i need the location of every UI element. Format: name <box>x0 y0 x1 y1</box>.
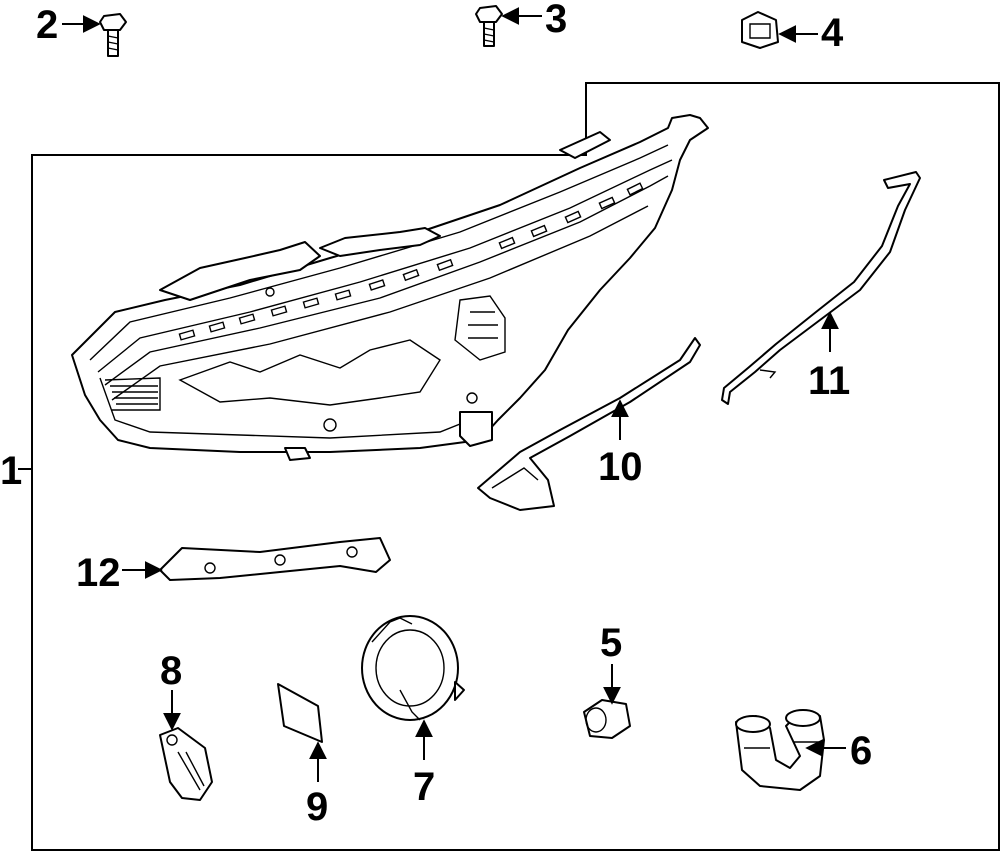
clip-nut <box>741 11 779 49</box>
bulb-socket <box>583 699 631 739</box>
callout-6: 6 <box>850 729 872 773</box>
mounting-bracket-small <box>159 727 213 801</box>
lower-trim-strip <box>477 337 701 511</box>
callout-8: 8 <box>160 649 182 693</box>
callout-9: 9 <box>306 785 328 829</box>
callout-2: 2 <box>36 3 58 47</box>
hose-connector <box>735 709 825 791</box>
callout-1: 1 <box>0 449 22 493</box>
bolt <box>475 5 503 47</box>
headlamp-assembly <box>71 114 709 461</box>
callout-10: 10 <box>598 445 643 489</box>
seal-strip <box>721 171 921 405</box>
callout-5: 5 <box>600 621 622 665</box>
flange-bolt <box>99 13 127 57</box>
assembly-boundary-box <box>31 82 1000 851</box>
callout-4: 4 <box>821 11 844 55</box>
callout-11: 11 <box>808 359 850 403</box>
label-pad <box>277 683 323 743</box>
callout-3: 3 <box>545 0 567 41</box>
access-cover-ring <box>361 615 465 721</box>
mounting-bracket-long <box>159 537 391 581</box>
callout-7: 7 <box>413 765 435 809</box>
callout-12: 12 <box>76 551 121 595</box>
